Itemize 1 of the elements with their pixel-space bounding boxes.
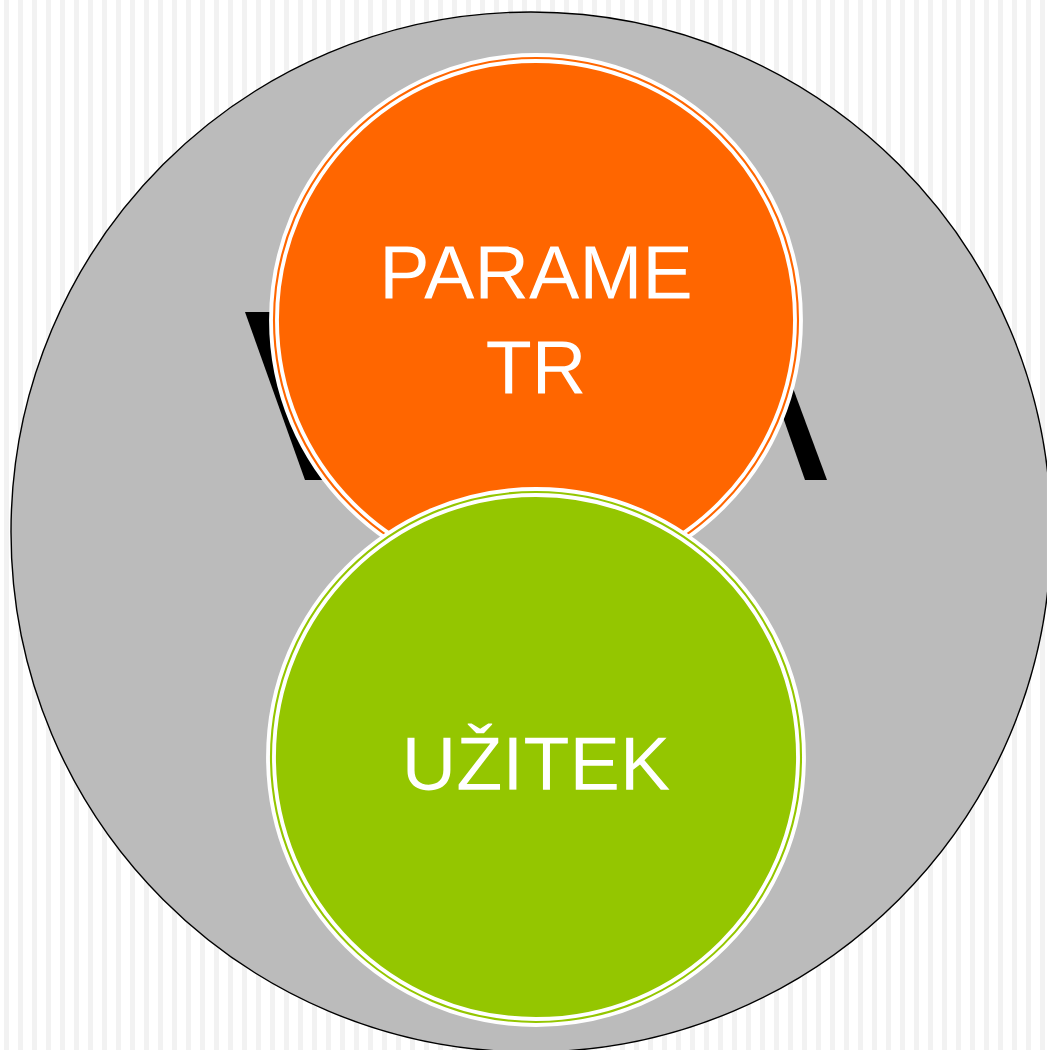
circle-node: UŽITEK xyxy=(266,487,806,1027)
